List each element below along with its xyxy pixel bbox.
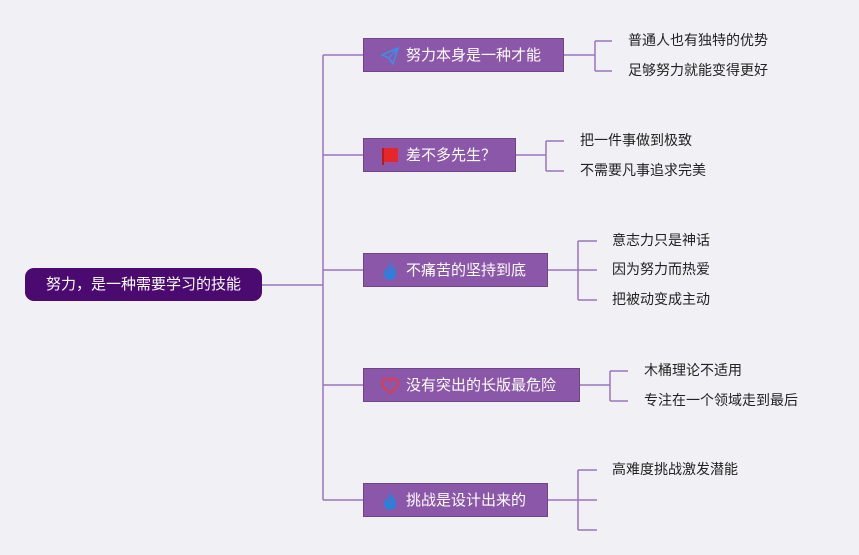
- branch-label: 没有突出的长版最危险: [406, 376, 557, 394]
- branch-topic-3[interactable]: 不痛苦的坚持到底: [363, 253, 548, 287]
- leaf-topic[interactable]: 普通人也有独特的优势: [628, 33, 768, 49]
- leaf-topic[interactable]: 高难度挑战激发潜能: [612, 462, 738, 478]
- leaf-topic[interactable]: 把一件事做到极致: [580, 133, 692, 149]
- leaf-topic[interactable]: 因为努力而热爱: [612, 262, 710, 278]
- leaf-topic[interactable]: 把被动变成主动: [612, 292, 710, 308]
- leaf-topic[interactable]: 不需要凡事追求完美: [580, 163, 706, 179]
- leaf-topic[interactable]: 足够努力就能变得更好: [628, 63, 768, 79]
- flame-icon: [384, 492, 396, 510]
- red-flag-icon: [382, 148, 398, 165]
- flame-icon: [384, 262, 396, 280]
- branch-topic-1[interactable]: 努力本身是一种才能: [363, 38, 564, 72]
- branch-label: 不痛苦的坚持到底: [406, 261, 527, 279]
- leaf-topic[interactable]: 木桶理论不适用: [644, 363, 742, 379]
- leaf-topic[interactable]: 专注在一个领域走到最后: [644, 393, 798, 409]
- heart-icon: [381, 377, 399, 395]
- root-topic[interactable]: 努力，是一种需要学习的技能: [25, 268, 262, 301]
- branch-label: 挑战是设计出来的: [406, 491, 527, 509]
- branch-topic-4[interactable]: 没有突出的长版最危险: [363, 368, 580, 402]
- branch-topic-2[interactable]: 差不多先生？: [363, 138, 516, 172]
- branch-topic-5[interactable]: 挑战是设计出来的: [363, 483, 548, 517]
- branch-label: 差不多先生？: [406, 146, 497, 164]
- leaf-topic[interactable]: 意志力只是神话: [612, 233, 710, 249]
- branch-label: 努力本身是一种才能: [406, 46, 542, 64]
- paper-plane-icon: [381, 47, 399, 65]
